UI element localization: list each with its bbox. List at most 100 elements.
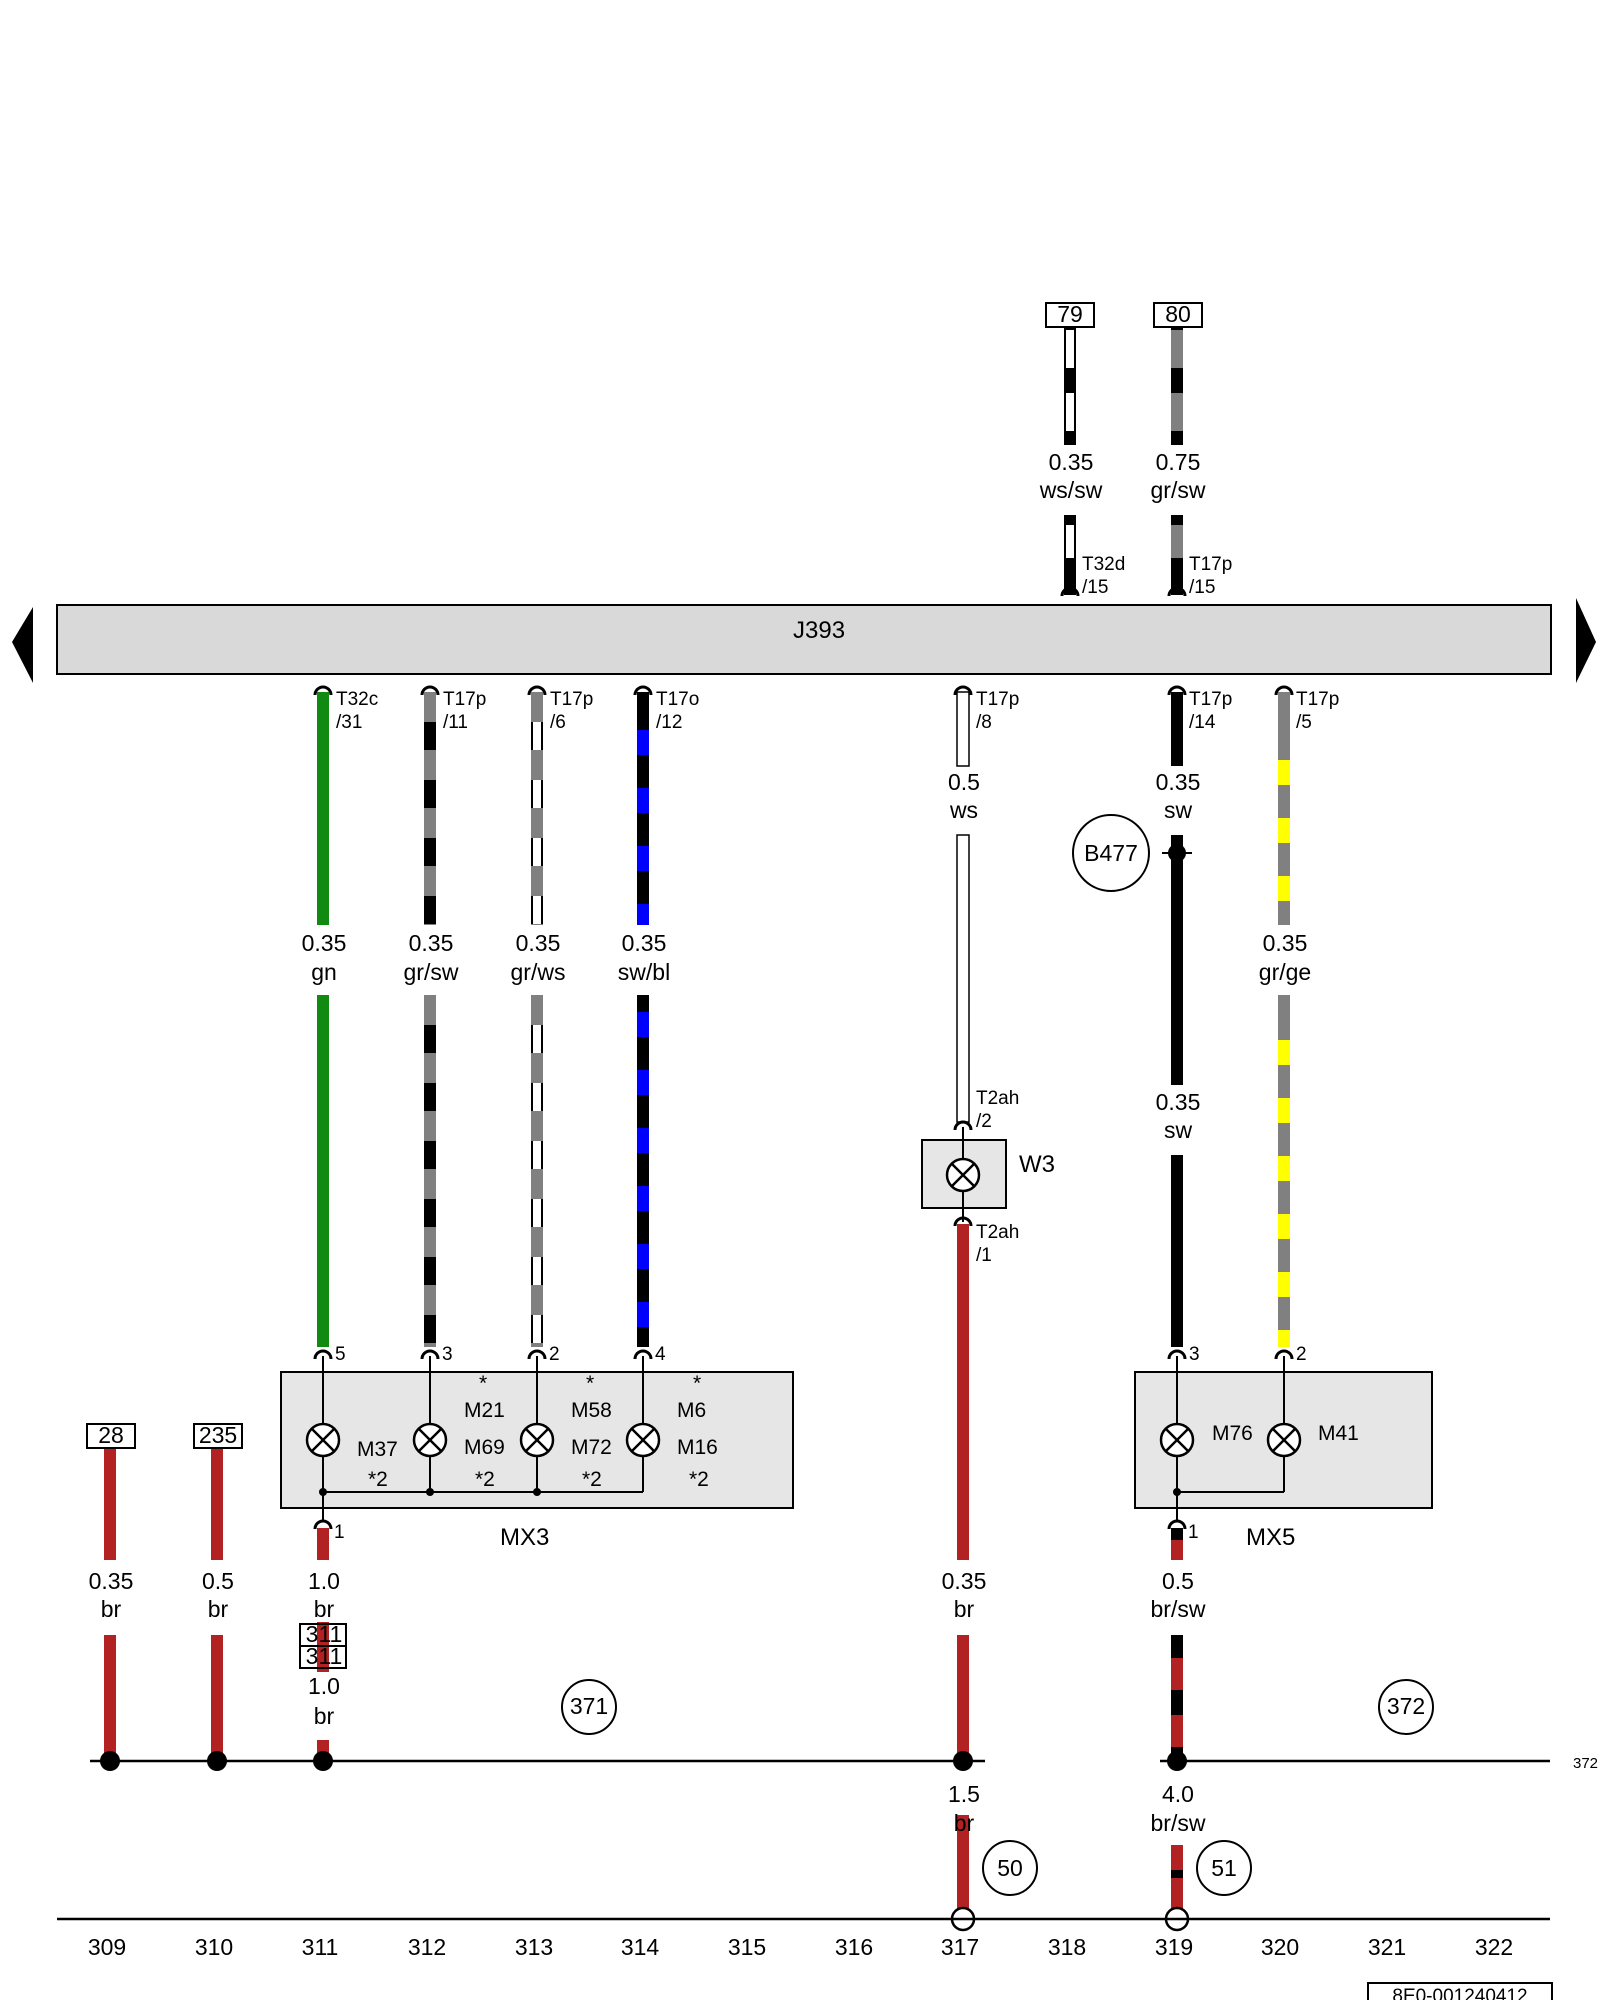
wire-color-2: sw xyxy=(1164,1117,1193,1143)
connector-pin: /15 xyxy=(1189,577,1215,598)
wire-gn: T32c /31 0.35 gn 5 xyxy=(302,685,378,1365)
wire-color: br xyxy=(314,1596,335,1622)
wire-color: br xyxy=(954,1596,975,1622)
wire-ref: 79 xyxy=(1057,301,1083,327)
track-number: 319 xyxy=(1155,1934,1193,1960)
wire-color: ws xyxy=(949,797,978,823)
connector-label: T32d xyxy=(1082,554,1125,575)
lamp-label: M37 xyxy=(357,1438,398,1461)
wire-size: 1.0 xyxy=(308,1568,340,1594)
lamp-note: *2 xyxy=(368,1468,388,1491)
track-number: 314 xyxy=(621,1934,660,1960)
track-number: 315 xyxy=(728,1934,766,1960)
lamp-label-top: M58 xyxy=(571,1399,612,1422)
wire-color: sw/bl xyxy=(618,959,670,985)
bulb-icon xyxy=(1266,1422,1302,1458)
wire-size: 0.35 xyxy=(942,1568,987,1594)
lamp-w3: T2ah /2 W3 T2ah /1 xyxy=(921,1088,1055,1266)
track-number: 316 xyxy=(835,1934,873,1960)
junction-dot xyxy=(313,1751,333,1771)
ground-point-label: 50 xyxy=(997,1855,1023,1881)
connector-label: T17p xyxy=(443,689,486,710)
component-label: MX5 xyxy=(1246,1524,1295,1551)
wire-ref-box xyxy=(86,1423,136,1449)
pin-number: 1 xyxy=(1188,1522,1199,1543)
wire-ref-box xyxy=(1045,302,1095,328)
lamp-label: M69 xyxy=(464,1436,505,1459)
wire-ref: 311 xyxy=(306,1643,343,1669)
wire-color: ws/sw xyxy=(1039,477,1103,503)
junction-dot xyxy=(100,1751,120,1771)
wire-size: 0.35 xyxy=(409,930,454,956)
component-label: MX3 xyxy=(500,1524,549,1551)
connector-label: T17p xyxy=(1189,689,1232,710)
bulb-icon xyxy=(625,1422,661,1458)
track-number: 311 xyxy=(302,1934,339,1960)
wire-size: 1.0 xyxy=(308,1673,340,1699)
connector-label: T17p xyxy=(976,689,1019,710)
track-number: 320 xyxy=(1261,1934,1299,1960)
connector-label: T17p xyxy=(1189,554,1232,575)
wire-ref: 311 xyxy=(306,1621,343,1647)
wire-color: gr/sw xyxy=(404,959,459,985)
wire-size: 0.35 xyxy=(1263,930,1308,956)
ground-wire-235: 235 0.5 br xyxy=(193,1422,243,1760)
wire-gr-sw: T17p /11 0.35 gr/sw 3 xyxy=(404,685,486,1365)
top-wire-79: 79 0.35 ws/sw T32d /15 xyxy=(1039,301,1126,598)
top-wire-80: 80 0.75 gr/sw T17p /15 xyxy=(1151,301,1233,598)
pin-number: 4 xyxy=(655,1344,666,1365)
lamp-star: * xyxy=(479,1372,487,1395)
junction-dot xyxy=(207,1751,227,1771)
wire-color: sw xyxy=(1164,797,1193,823)
wire-color: gr/sw xyxy=(1151,477,1206,503)
connector-label: T17p xyxy=(550,689,593,710)
wire-ws: T17p /8 0.5 ws xyxy=(948,685,1019,1123)
module-label: J393 xyxy=(793,617,845,644)
connector-pin: /6 xyxy=(550,712,566,733)
wire-color: gr/ge xyxy=(1259,959,1311,985)
wire-gr-ws: T17p /6 0.35 gr/ws 2 xyxy=(511,685,593,1365)
track-number: 318 xyxy=(1048,1934,1086,1960)
track-number: 313 xyxy=(515,1934,553,1960)
next-page-arrow[interactable] xyxy=(1576,598,1596,683)
wire-ref: 28 xyxy=(98,1422,124,1448)
wire-ref: 235 xyxy=(199,1422,237,1448)
wire-br-317: 0.35 br xyxy=(942,1224,987,1915)
ground-ref-372 xyxy=(1378,1679,1434,1735)
connector-pin: /14 xyxy=(1189,712,1216,733)
edge-reference: 372 xyxy=(1573,1755,1598,1772)
pin-number: 3 xyxy=(1189,1344,1200,1365)
wire-color: br xyxy=(208,1596,229,1622)
bulb-icon xyxy=(305,1422,341,1458)
wire-size: 0.35 xyxy=(302,930,347,956)
component-label: W3 xyxy=(1019,1151,1055,1178)
wire-ref: 80 xyxy=(1165,301,1191,327)
wire-gr-ge: T17p /5 0.35 gr/ge 2 xyxy=(1259,685,1339,1365)
connector-pin: /12 xyxy=(656,712,682,733)
pin-number: 1 xyxy=(334,1522,345,1543)
connector-pin: /8 xyxy=(976,712,992,733)
pin-number: 2 xyxy=(549,1344,560,1365)
bulb-icon xyxy=(519,1422,555,1458)
lamp-label-top: M21 xyxy=(464,1399,505,1422)
wire-ref-box xyxy=(1153,302,1203,328)
wire-size: 0.35 xyxy=(516,930,561,956)
wire-color: br/sw xyxy=(1151,1596,1206,1622)
track-number: 317 xyxy=(941,1934,979,1960)
track-number: 309 xyxy=(88,1934,126,1960)
wire-sw: T17p /14 0.35 sw B477 0.35 sw 3 xyxy=(1072,685,1232,1365)
doc-id-box xyxy=(1367,1982,1553,2000)
track-number: 310 xyxy=(195,1934,233,1960)
track-number: 312 xyxy=(408,1934,446,1960)
wire-color: gr/ws xyxy=(511,959,566,985)
prev-page-arrow[interactable] xyxy=(12,607,33,683)
component-mx3: M37 *2 * M21 M69 *2 * M58 M72 *2 * M6 M1… xyxy=(280,1356,794,1551)
wire-size: 0.35 xyxy=(1156,769,1201,795)
wire-size: 4.0 xyxy=(1162,1781,1194,1807)
pin-number: 5 xyxy=(335,1344,346,1365)
track-number: 321 xyxy=(1368,1934,1406,1960)
connector-pin: /31 xyxy=(336,712,362,733)
wire-color: br xyxy=(954,1810,975,1836)
lamp-star: * xyxy=(693,1372,701,1395)
lamp-star: * xyxy=(586,1372,594,1395)
